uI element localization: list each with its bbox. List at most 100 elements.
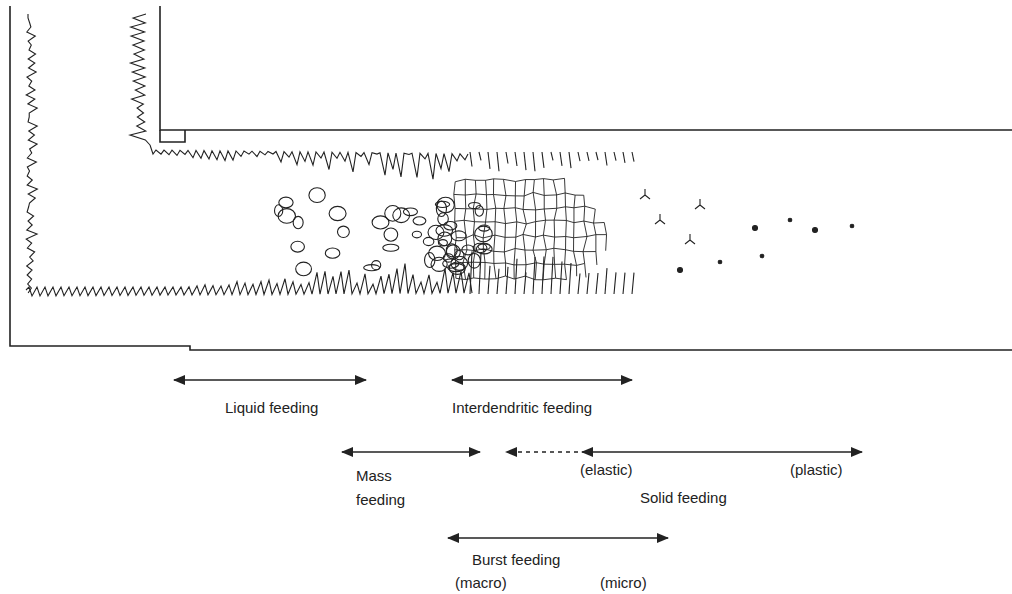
dendrite-stroke [557, 207, 566, 208]
dendrite-stroke [488, 152, 490, 169]
dendrite-stroke [543, 264, 544, 280]
dendrite-stroke [473, 209, 474, 222]
dendrite-stroke [623, 273, 625, 294]
dendrite-stroke [456, 262, 463, 263]
equiaxed-grain [372, 216, 389, 229]
dendrite-stroke [514, 264, 526, 265]
dendrite-stroke [554, 220, 555, 237]
dendrite-stroke [533, 249, 546, 250]
dendrite-stroke [505, 224, 506, 238]
dendrite-stroke [585, 206, 596, 209]
dendrite-stroke [455, 221, 457, 237]
dendrite-stroke [578, 152, 580, 161]
dendrite-stroke [526, 222, 535, 224]
dendrite-stroke [553, 180, 556, 195]
dendrite-stroke [573, 223, 574, 238]
dendrite-stroke [483, 238, 484, 249]
dendrite-stroke [583, 251, 596, 252]
dendrite-stroke [595, 235, 596, 252]
dendrite-stroke [560, 152, 562, 166]
dendrite-stroke [536, 263, 544, 264]
dendrite-stroke [565, 220, 567, 236]
range-label: Liquid feeding [225, 397, 318, 419]
dendrite-stroke [524, 180, 525, 196]
dendrite-stroke [454, 194, 455, 208]
dendrite-stroke [536, 220, 546, 221]
dendrite-stroke [466, 208, 473, 209]
dendrite-stroke [515, 222, 517, 237]
dendrite-stroke [456, 237, 466, 238]
dendrite-stroke [596, 252, 597, 265]
dendrite-stroke [574, 236, 587, 237]
dendrite-stroke [596, 273, 598, 294]
dendrite-stroke [551, 152, 553, 160]
dendrite-stroke [466, 235, 473, 238]
dendrite-stroke [495, 235, 505, 237]
dendrite-stroke [483, 222, 485, 238]
dendrite-stroke [455, 250, 456, 264]
dendrite-stroke [505, 263, 506, 276]
dendrite-stroke [503, 179, 515, 181]
dendrite-stroke [465, 179, 475, 180]
dendrite-stroke [455, 208, 466, 209]
dendrite-stroke [587, 235, 596, 237]
dendrite-stroke [525, 250, 533, 251]
dendrite-stroke [605, 152, 607, 166]
dendrite-stroke [556, 195, 557, 208]
dendrite-stroke [525, 250, 526, 265]
dendrite-stroke [467, 249, 475, 251]
dendrite-stroke [587, 152, 589, 161]
dendrite-stroke [596, 152, 598, 160]
dendrite-stroke [523, 209, 536, 210]
pore-dot [760, 254, 764, 258]
dendrite-stroke [569, 152, 571, 168]
dendrite-stroke [484, 262, 485, 279]
range-label: Burst feeding [472, 549, 560, 571]
dendrite-stroke [466, 238, 468, 250]
dendrite-stroke [473, 251, 475, 263]
equiaxed-grain [438, 240, 447, 246]
equiaxed-grain [364, 265, 380, 271]
dendrite-stroke [544, 264, 555, 265]
equiaxed-grain [329, 206, 346, 220]
dendrite-stroke [493, 251, 494, 263]
dendrite-stroke [488, 266, 490, 294]
dendrite-stroke [605, 235, 607, 251]
dendrite-stroke [544, 250, 546, 264]
feeding-range-arrows [174, 380, 862, 538]
dendrite-stroke [526, 263, 536, 265]
dendrite-stroke [479, 152, 481, 160]
dendrite-stroke [557, 193, 566, 195]
dendrite-stroke [515, 208, 523, 210]
dendrite-stroke [470, 152, 472, 167]
equiaxed-grain [296, 262, 312, 276]
dendrite-stroke [578, 273, 580, 294]
dendrite-stroke [553, 237, 555, 248]
equiaxed-grain [275, 205, 283, 217]
dendrite-stroke [573, 208, 574, 223]
dendrite-stroke [473, 235, 475, 251]
dendrite-stroke [494, 222, 495, 235]
dendrite-stroke [505, 276, 514, 279]
range-label: Interdendritic feeding [452, 397, 592, 419]
range-label: Solid feeding [640, 487, 727, 509]
dendrite-stroke [473, 262, 485, 263]
dendrite-stroke [543, 179, 545, 196]
dendrite-stroke [504, 209, 506, 224]
dendrite-stroke [474, 221, 485, 222]
dendrite-stroke [486, 221, 496, 222]
dendrite-stroke [585, 263, 586, 277]
dendrite-stroke [504, 207, 515, 209]
dendrite-stroke [487, 208, 496, 209]
equiaxed-grain [384, 228, 398, 241]
dendrite-stroke [574, 251, 584, 252]
dendrite-stroke [583, 252, 585, 264]
dendrite-stroke [504, 252, 505, 263]
dendrite-stroke [533, 237, 535, 250]
dendrite-stroke [594, 223, 596, 235]
dendrite-stroke [584, 221, 587, 236]
dendrite-stroke [594, 222, 605, 224]
dendrite-stroke [495, 222, 505, 224]
dendrite-stroke [494, 235, 495, 251]
